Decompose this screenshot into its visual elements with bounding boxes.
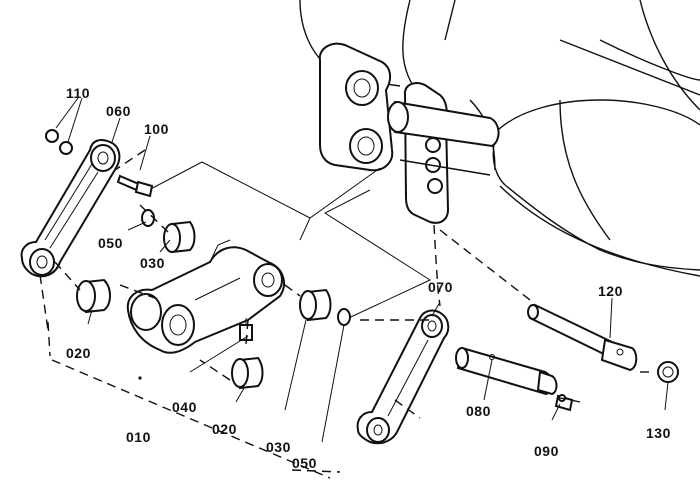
leader-lines <box>55 97 669 443</box>
callout-030-upper: 030 <box>140 255 165 271</box>
pin-120 <box>527 303 638 372</box>
callout-020-lower: 020 <box>212 421 237 437</box>
callout-030-lower: 030 <box>266 439 291 455</box>
callout-040: 040 <box>172 399 197 415</box>
callout-050-lower: 050 <box>292 455 317 471</box>
callout-110: 110 <box>66 85 91 101</box>
center-h-link <box>126 239 285 354</box>
callout-010: 010 <box>126 429 151 445</box>
ring-130 <box>657 361 679 383</box>
callout-050-left: 050 <box>98 235 123 251</box>
callout-070: 070 <box>428 279 453 295</box>
callout-060: 060 <box>106 103 131 119</box>
callout-090: 090 <box>534 443 559 459</box>
callout-130: 130 <box>646 425 671 441</box>
centerlines <box>39 149 655 419</box>
link-070 <box>356 309 450 445</box>
callout-100: 100 <box>144 121 169 137</box>
callout-120: 120 <box>598 283 623 299</box>
bolt-and-nuts <box>45 129 154 198</box>
callout-080: 080 <box>466 403 491 419</box>
bushings <box>76 209 351 390</box>
callout-020-left: 020 <box>66 345 91 361</box>
bucket-assembly <box>299 0 700 277</box>
link-060 <box>20 139 121 278</box>
reference-lines <box>144 161 432 323</box>
group-bracket-010 <box>47 321 341 479</box>
pin-080 <box>455 346 558 396</box>
